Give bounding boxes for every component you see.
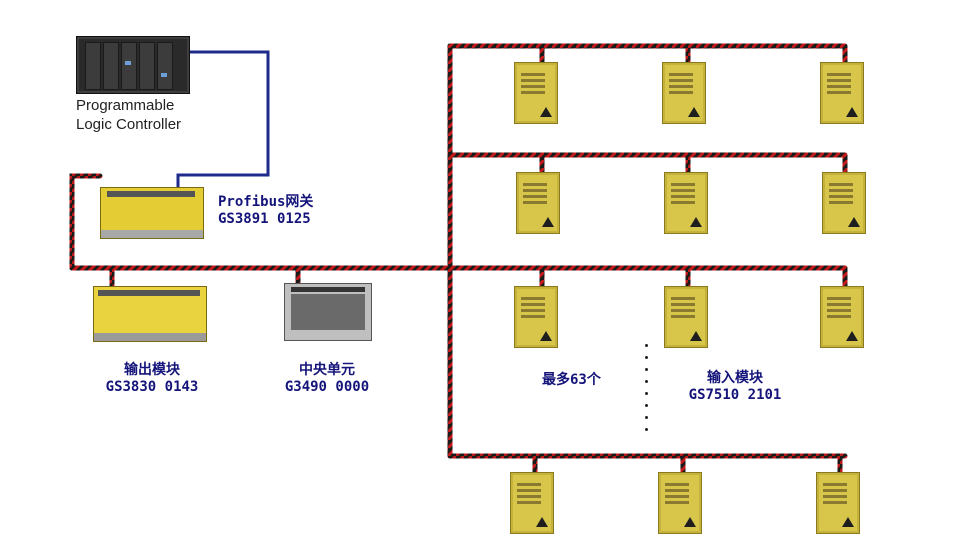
terminal-strip: [107, 191, 195, 197]
module-text-lines: [521, 297, 545, 300]
warning-triangle-icon: [846, 107, 858, 117]
central-unit-face: [291, 294, 365, 330]
plc-slot: [103, 42, 119, 90]
profibus-bus: [72, 46, 845, 472]
warning-triangle-icon: [536, 517, 548, 527]
module-text-lines: [827, 297, 851, 300]
input-module-icon: [514, 286, 558, 348]
central-unit-name: 中央单元: [268, 362, 386, 379]
input-module-icon: [514, 62, 558, 124]
output-module-icon: [93, 286, 207, 342]
ellipsis-dot: [645, 356, 648, 359]
warning-triangle-icon: [690, 331, 702, 341]
central-unit-code: G3490 0000: [268, 379, 386, 396]
input-module-icon: [820, 62, 864, 124]
ellipsis-dot: [645, 404, 648, 407]
input-module-icon: [664, 172, 708, 234]
plc-led: [161, 73, 167, 77]
central-unit-icon: [284, 283, 372, 341]
plc-slot: [139, 42, 155, 90]
max-modules-note: 最多63个: [542, 372, 601, 389]
plc-gateway-link: [178, 52, 268, 205]
input-module-icon: [664, 286, 708, 348]
plc-label: Programmable Logic Controller: [76, 96, 181, 134]
warning-triangle-icon: [688, 107, 700, 117]
central-unit-label: 中央单元 G3490 0000: [268, 362, 386, 396]
central-unit-bar: [291, 287, 365, 292]
input-module-name: 输入模块: [670, 370, 800, 387]
bus-row-4: [450, 456, 845, 472]
bus-row-3: [450, 268, 845, 286]
warning-triangle-icon: [690, 217, 702, 227]
plc-label-line1: Programmable: [76, 96, 181, 115]
input-module-label: 输入模块 GS7510 2101: [670, 370, 800, 404]
ellipsis-dot: [645, 380, 648, 383]
plc-slot: [85, 42, 101, 90]
output-module-label: 输出模块 GS3830 0143: [88, 362, 216, 396]
warning-triangle-icon: [540, 107, 552, 117]
bus-row-1: [450, 46, 845, 62]
warning-triangle-icon: [684, 517, 696, 527]
ellipsis-dot: [645, 368, 648, 371]
gateway-name: Profibus网关: [218, 194, 313, 211]
module-text-lines: [827, 73, 851, 76]
module-text-lines: [523, 183, 547, 186]
warning-triangle-icon: [848, 217, 860, 227]
input-module-icon: [822, 172, 866, 234]
warning-triangle-icon: [842, 517, 854, 527]
module-text-lines: [669, 73, 693, 76]
input-module-icon: [510, 472, 554, 534]
input-module-icon: [516, 172, 560, 234]
plc-slot: [157, 42, 173, 90]
warning-triangle-icon: [540, 331, 552, 341]
bus-gateway-drop: [72, 176, 100, 268]
module-text-lines: [829, 183, 853, 186]
module-text-lines: [517, 483, 541, 486]
input-module-icon: [658, 472, 702, 534]
plc-rack-icon: [76, 36, 190, 94]
gateway-device-icon: [100, 187, 204, 239]
plc-led: [125, 61, 131, 65]
input-module-code: GS7510 2101: [670, 387, 800, 404]
warning-triangle-icon: [542, 217, 554, 227]
terminal-strip: [98, 290, 200, 296]
ellipsis-dot: [645, 428, 648, 431]
ellipsis-dot: [645, 416, 648, 419]
plc-label-line2: Logic Controller: [76, 115, 181, 134]
module-text-lines: [671, 297, 695, 300]
ellipsis-dot: [645, 344, 648, 347]
module-text-lines: [671, 183, 695, 186]
input-module-icon: [662, 62, 706, 124]
gateway-code: GS3891 0125: [218, 211, 313, 228]
warning-triangle-icon: [846, 331, 858, 341]
output-module-name: 输出模块: [88, 362, 216, 379]
plc-slot: [121, 42, 137, 90]
module-text-lines: [521, 73, 545, 76]
bus-row-2: [450, 155, 845, 172]
output-module-code: GS3830 0143: [88, 379, 216, 396]
module-text-lines: [823, 483, 847, 486]
input-module-icon: [816, 472, 860, 534]
gateway-label: Profibus网关 GS3891 0125: [218, 194, 313, 228]
module-text-lines: [665, 483, 689, 486]
input-module-icon: [820, 286, 864, 348]
ellipsis-dot: [645, 392, 648, 395]
